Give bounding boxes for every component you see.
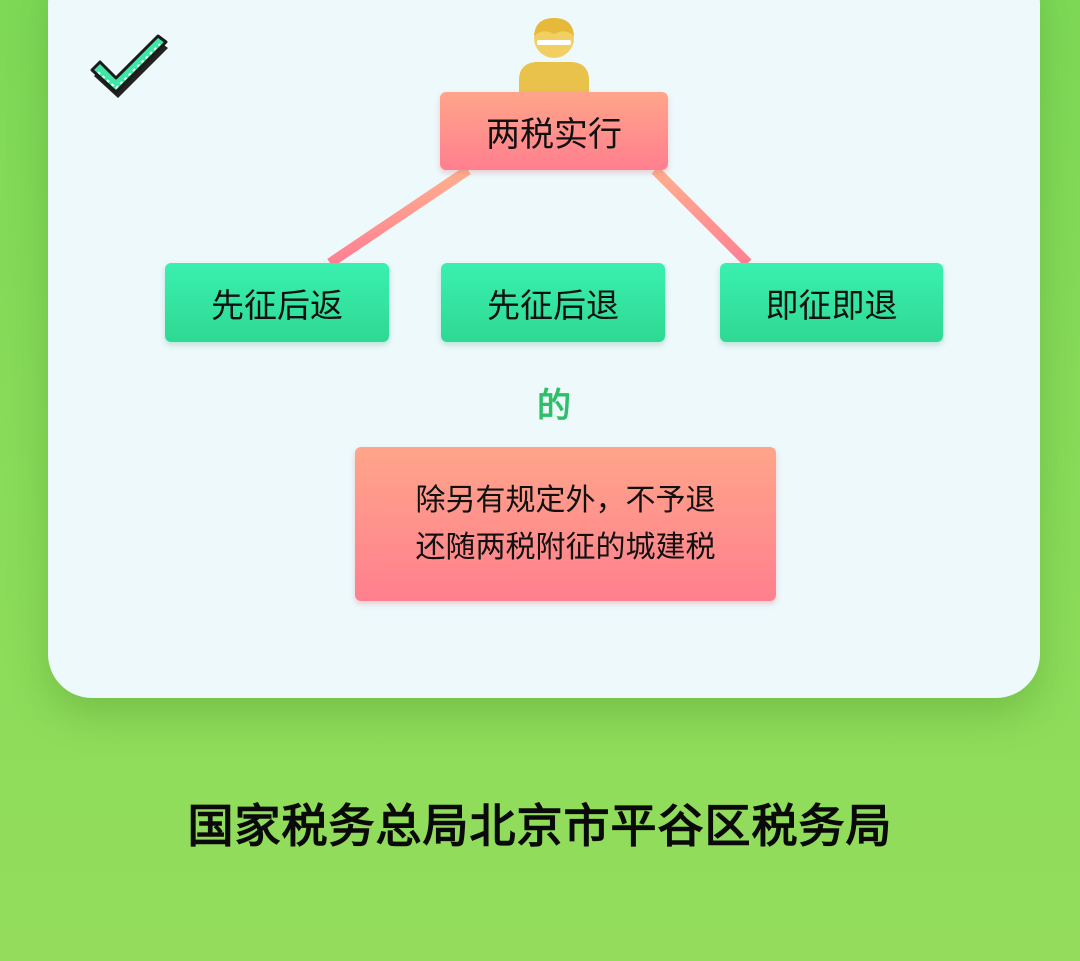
- leaf-node: 除另有规定外，不予退 还随两税附征的城建税: [355, 447, 776, 601]
- root-node-label: 两税实行: [486, 114, 622, 155]
- line-root-to-left: [327, 165, 471, 268]
- leaf-node-line-1: 除另有规定外，不予退: [415, 483, 716, 518]
- footer-organization: 国家税务总局北京市平谷区税务局: [187, 799, 893, 853]
- check-badge-icon: [90, 34, 168, 98]
- child-node-label: 先征后返: [211, 285, 343, 325]
- connector-label: 的: [510, 380, 598, 426]
- child-node-1: 先征后返: [165, 263, 389, 342]
- child-node-label: 先征后退: [487, 285, 619, 325]
- child-node-3: 即征即退: [720, 263, 943, 342]
- root-node: 两税实行: [440, 92, 668, 170]
- person-icon: [519, 18, 589, 96]
- line-root-to-right: [651, 166, 752, 267]
- child-node-2: 先征后退: [441, 263, 665, 342]
- leaf-node-line-2: 还随两税附征的城建税: [415, 530, 716, 565]
- child-node-label: 即征即退: [765, 285, 898, 325]
